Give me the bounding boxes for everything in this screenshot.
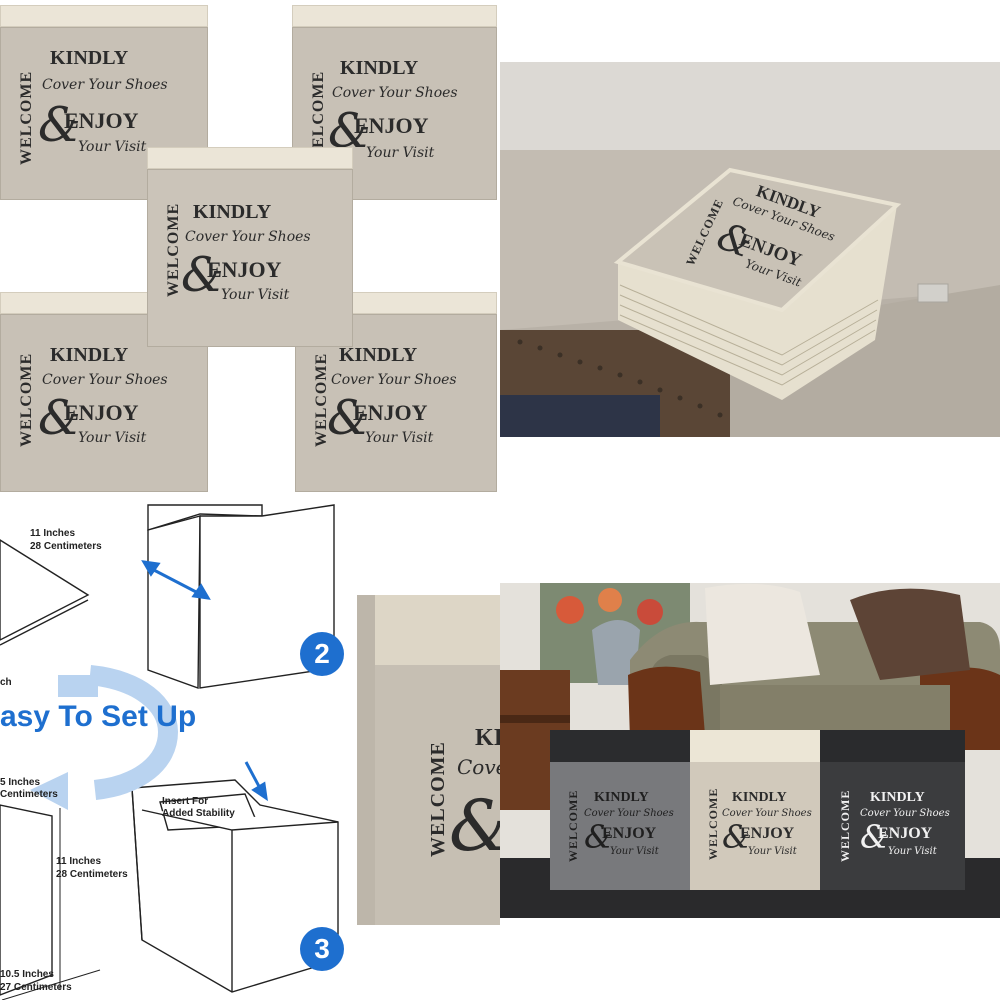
insert-label: Insert For xyxy=(162,796,209,807)
dimension-label: 5 Inches xyxy=(0,777,41,788)
welcome-text: WELCOME xyxy=(566,789,580,862)
setup-instructions: 11 Inches 28 Centimeters ch asy To Set U… xyxy=(0,500,500,1000)
cover-shoes-text: Cover Your Shoes xyxy=(331,372,457,388)
ampersand-text: & xyxy=(449,785,500,867)
enjoy-text: ENJOY xyxy=(602,825,657,842)
five-bins-photo: WELCOME KINDLY Cover Your Shoes & ENJOY … xyxy=(0,0,500,500)
kindly-text: KINDLY xyxy=(594,790,649,805)
living-room-photo: WELCOME KINDLY Cover Your Shoes & ENJOY … xyxy=(500,500,1000,1000)
kindly-text: KINDLY xyxy=(50,344,129,366)
your-visit-text: Your Visit xyxy=(221,287,290,303)
ampersand-text: & xyxy=(327,390,370,446)
enjoy-text: ENJOY xyxy=(354,113,429,138)
dimension-label: 10.5 Inches xyxy=(0,969,54,980)
dimension-label: Centimeters xyxy=(0,789,58,800)
your-visit-text: Your Visit xyxy=(610,846,659,857)
cover-shoes-text: Cover Your Shoes xyxy=(457,755,500,779)
cover-shoes-text: Cover Your Shoes xyxy=(42,77,168,93)
ampersand-text: & xyxy=(722,818,751,856)
dimension-label: ch xyxy=(0,677,12,688)
kindly-text: KINDLY xyxy=(870,790,925,805)
dimension-label: 11 Inches xyxy=(30,528,76,539)
storage-bin: WELCOME KINDLY Cover Your Shoes & ENJOY … xyxy=(0,5,208,200)
cover-shoes-text: Cover Your Shoes xyxy=(722,808,812,819)
welcome-text: WELCOME xyxy=(838,789,852,862)
your-visit-text: Your Visit xyxy=(366,145,435,161)
step-number-badge: 2 xyxy=(300,632,344,676)
enjoy-text: ENJOY xyxy=(207,257,282,282)
dimension-label: 28 Centimeters xyxy=(56,869,128,880)
dimension-label: 27 Centimeters xyxy=(0,982,72,993)
cover-shoes-text: Cover Your Shoes xyxy=(584,808,674,819)
enjoy-text: ENJOY xyxy=(64,108,139,133)
folded-stack-photo: WELCOME KINDLY Cover Your Shoes & ENJOY … xyxy=(500,0,1000,500)
kindly-text: KINDLY xyxy=(340,57,419,79)
setup-title: asy To Set Up xyxy=(0,700,197,733)
your-visit-text: Your Visit xyxy=(888,846,937,857)
ampersand-text: & xyxy=(584,818,613,856)
insert-label: Added Stability xyxy=(162,808,235,819)
your-visit-text: Your Visit xyxy=(78,139,147,155)
storage-bin: WELCOME KINDLY Cover Your Shoes & ENJOY … xyxy=(292,5,497,200)
bench-scene xyxy=(500,62,1000,437)
storage-bin: WELCOME KINDLY Cover Your Shoes & ENJOY … xyxy=(147,147,353,347)
your-visit-text: Your Visit xyxy=(365,430,434,446)
ampersand-text: & xyxy=(181,247,224,303)
cover-shoes-text: Cover Your Shoes xyxy=(860,808,950,819)
cover-shoes-text: Cover Your Shoes xyxy=(332,85,458,101)
welcome-text: WELCOME xyxy=(18,70,35,165)
your-visit-text: Your Visit xyxy=(748,846,797,857)
kindly-text: KINDLY xyxy=(475,725,500,751)
enjoy-text: ENJOY xyxy=(740,825,795,842)
welcome-text: WELCOME xyxy=(18,352,35,447)
kindly-text: KINDLY xyxy=(732,790,787,805)
step-number-badge: 3 xyxy=(300,927,344,971)
enjoy-text: ENJOY xyxy=(64,400,139,425)
your-visit-text: Your Visit xyxy=(78,430,147,446)
dimension-label: 28 Centimeters xyxy=(30,541,102,552)
cover-shoes-text: Cover Your Shoes xyxy=(185,229,311,245)
kindly-text: KINDLY xyxy=(50,47,129,69)
kindly-text: KINDLY xyxy=(339,344,418,366)
welcome-text: WELCOME xyxy=(706,787,720,860)
welcome-text: WELCOME xyxy=(427,741,449,857)
storage-bin: WELCOME KINDLY Cover Your Shoes & ENJOY … xyxy=(0,292,208,492)
ampersand-text: & xyxy=(38,390,81,446)
living-room-scene xyxy=(500,583,1000,918)
enjoy-text: ENJOY xyxy=(878,825,933,842)
storage-bin-closeup: WELCOME KINDLY Cover Your Shoes & xyxy=(357,595,500,925)
dimension-label: 11 Inches xyxy=(56,856,102,867)
ampersand-text: & xyxy=(38,97,81,153)
enjoy-text: ENJOY xyxy=(353,400,428,425)
cover-shoes-text: Cover Your Shoes xyxy=(42,372,168,388)
kindly-text: KINDLY xyxy=(193,201,272,223)
setup-diagram xyxy=(0,504,339,1000)
ampersand-text: & xyxy=(860,818,889,856)
